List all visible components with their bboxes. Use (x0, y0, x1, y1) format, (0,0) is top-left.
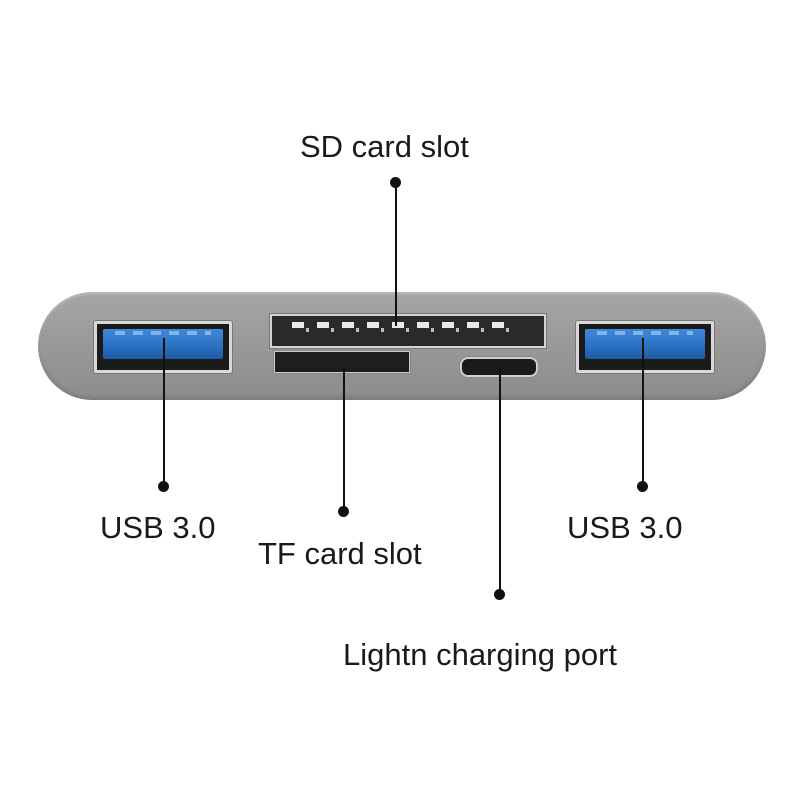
sd-card-slot (270, 314, 546, 348)
sd-slot-contact-pins (306, 328, 514, 332)
usb-right-callout-line (642, 338, 644, 486)
tf-slot-callout-line (343, 368, 345, 511)
usb-port-right-pins (597, 331, 693, 335)
label-sd-card-slot: SD card slot (300, 129, 469, 164)
label-tf-card-slot: TF card slot (258, 536, 422, 571)
usb-left-callout-dot (158, 481, 169, 492)
tf-slot-callout-dot (338, 506, 349, 517)
lightning-callout-line (499, 366, 501, 594)
usb-right-callout-dot (637, 481, 648, 492)
label-usb-left: USB 3.0 (100, 510, 216, 545)
sd-slot-contacts (292, 322, 514, 328)
sd-slot-callout-line (395, 183, 397, 326)
tf-card-slot (274, 351, 410, 373)
sd-slot-callout-dot (390, 177, 401, 188)
lightning-callout-dot (494, 589, 505, 600)
usb-port-left-pins (115, 331, 211, 335)
usb-port-right (576, 321, 714, 373)
label-usb-right: USB 3.0 (567, 510, 683, 545)
usb-left-callout-line (163, 338, 165, 486)
label-lightning-port: Lightn charging port (343, 637, 618, 672)
